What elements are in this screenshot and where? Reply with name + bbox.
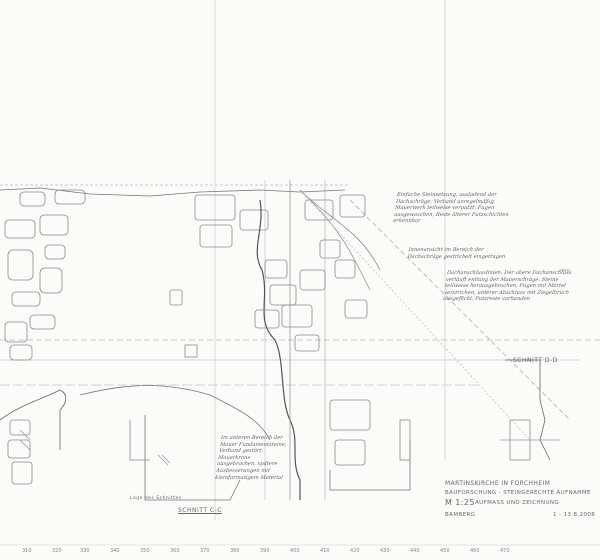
scale-tick: 350 [140, 548, 150, 554]
title-line-4: BAMBERG [445, 512, 476, 518]
annotation-top: Einfache Steinsetzung, ausladend der Dac… [392, 192, 510, 225]
title-date: 1 - 13.8.2008 [553, 512, 596, 518]
roof-slope-line [299, 189, 531, 441]
lower-left-wall [0, 385, 271, 501]
scale-tick: 450 [440, 548, 450, 554]
annotation-right: Dachanschlusslinien: Der obere Dachansch… [442, 270, 572, 303]
scale-tick: 430 [380, 548, 390, 554]
section-location-label: Lage des Schnittes [130, 496, 182, 501]
right-wall-edge [254, 180, 381, 500]
scale-tick: 420 [350, 548, 360, 554]
scale-tick: 440 [410, 548, 420, 554]
title-line-3b: AUFMASS UND ZEICHNUNG [475, 500, 560, 506]
section-dd-label: SCHNITT D-D [513, 357, 558, 364]
section-dd-profile [500, 269, 570, 461]
left-wall-stones [4, 189, 86, 361]
scale-tick: 340 [110, 548, 120, 554]
title-scale: M 1:25 [445, 498, 475, 507]
annotation-bottom: Im unteren Bereich der Mauer Fundamentst… [214, 435, 287, 481]
scale-tick: 320 [52, 548, 62, 554]
scale-tick: 370 [200, 548, 210, 554]
roof-slope-line [349, 199, 571, 421]
scale-tick: 380 [230, 548, 240, 554]
annotation-heading: Innenansicht im Bereich der Dachschräge … [407, 247, 506, 260]
scale-tick: 410 [320, 548, 330, 554]
wall-crown-line [0, 187, 346, 197]
scale-tick: 360 [170, 548, 180, 554]
title-line-2: BAUFORSCHUNG - STEINGERECHTE AUFNAHME [445, 490, 591, 496]
scale-tick: 460 [470, 548, 480, 554]
scale-tick: 330 [80, 548, 90, 554]
central-wall-stones [169, 194, 269, 358]
title-line-1: MARTINSKIRCHE IN FORCHHEIM [445, 480, 551, 487]
scale-tick: 310 [22, 548, 32, 554]
hatching [19, 429, 171, 466]
scale-tick: 390 [260, 548, 270, 554]
scale-tick: 400 [290, 548, 300, 554]
scale-tick: 470 [500, 548, 510, 554]
section-cc-label: SCHNITT C-C [178, 507, 222, 514]
lower-right-structure [329, 399, 411, 491]
